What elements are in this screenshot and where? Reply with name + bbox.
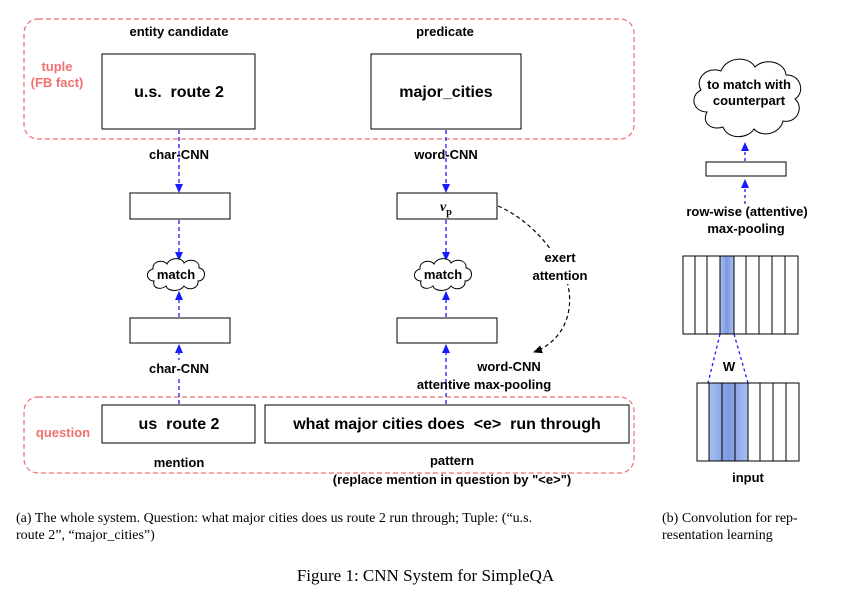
tuple-group-frame: [23, 18, 635, 140]
caption-b-line2: resentation learning: [662, 528, 773, 543]
predicate-text: major_cities: [399, 84, 492, 101]
caption-a-line1: (a) The whole system. Question: what maj…: [16, 511, 533, 526]
predicate-header: predicate: [416, 24, 474, 39]
pattern-sublabel: (replace mention in question by "<e>"): [333, 472, 571, 487]
caption-a-line2: route 2”, “major_cities”): [16, 528, 155, 543]
mention-label: mention: [154, 455, 205, 470]
attentive-max-pooling-label: attentive max-pooling: [417, 377, 551, 392]
word-cnn-bottom-label: word-CNN: [476, 359, 541, 374]
pattern-box: [264, 404, 630, 444]
tuple-label: tuple: [41, 59, 72, 74]
input-matrix-grid: [696, 382, 800, 462]
pattern-label: pattern: [430, 453, 474, 468]
entity-vector-box: [129, 192, 231, 220]
mention-box: [101, 404, 256, 444]
conv-line-left: [707, 333, 721, 384]
entity-candidate-text: u.s. route 2: [134, 84, 224, 101]
input-label: input: [732, 470, 764, 485]
predicate-box: [370, 53, 522, 130]
tuple-sublabel: (FB fact): [31, 75, 84, 90]
max-pooling-label: max-pooling: [707, 221, 784, 236]
question-label: question: [36, 425, 90, 440]
pooled-vector-box: [705, 161, 787, 177]
svg-text:match: match: [424, 267, 462, 282]
predicate-vector-label: vp: [440, 200, 452, 218]
figure-title: Figure 1: CNN System for SimpleQA: [296, 566, 555, 585]
row-wise-pooling-label: row-wise (attentive): [686, 204, 807, 219]
entity-candidate-header: entity candidate: [130, 24, 229, 39]
match-cloud-right: match: [414, 258, 472, 291]
caption-b-line1: (b) Convolution for rep-: [662, 511, 798, 526]
exert-attention-label: exert: [544, 250, 576, 265]
conv-line-right: [733, 333, 749, 384]
pattern-text: what major cities does <e> run through: [292, 416, 601, 433]
svg-text:match: match: [157, 267, 195, 282]
pattern-vector-box: [396, 317, 498, 344]
mention-text: us route 2: [139, 416, 220, 433]
entity-candidate-box: [101, 53, 256, 130]
exert-attention-label-2: attention: [533, 268, 588, 283]
mention-vector-box: [129, 317, 231, 344]
counterpart-cloud: to match with counterpart: [693, 58, 802, 138]
char-cnn-bottom-label: char-CNN: [149, 361, 209, 376]
svg-text:to match with: to match with: [707, 77, 791, 92]
predicate-vector-box: [396, 192, 498, 220]
feature-map-grid: [682, 255, 799, 335]
question-group-frame: [23, 396, 635, 474]
svg-text:counterpart: counterpart: [713, 93, 786, 108]
match-cloud-left: match: [147, 258, 205, 291]
weight-label: W: [723, 359, 736, 374]
